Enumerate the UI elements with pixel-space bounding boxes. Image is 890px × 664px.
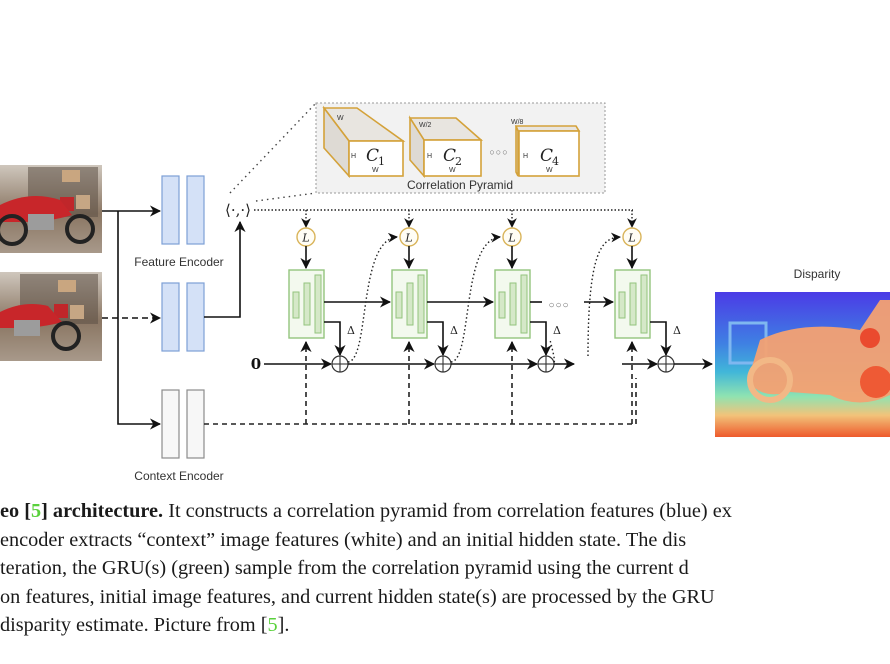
figure-caption: eo [5] architecture. It constructs a cor… <box>0 497 890 640</box>
svg-text:H: H <box>523 153 528 160</box>
gru-layer <box>417 274 425 334</box>
svg-text:4: 4 <box>552 155 559 168</box>
gru-iteration-1: LΔ <box>264 210 398 424</box>
left-image-to-context-encoder-arrow <box>117 211 162 430</box>
correlation-pyramid: W H W C 1 W/2 H W C 2 ○○○ W/8 H W C 4 <box>315 102 606 194</box>
gru-layer <box>314 274 322 334</box>
delta-label: Δ <box>450 324 458 337</box>
gru-layer <box>406 282 414 326</box>
delta-label: Δ <box>673 324 681 337</box>
caption-line-2: encoder extracts “context” image feature… <box>0 528 687 551</box>
context-features-bus <box>204 378 637 425</box>
delta-label: Δ <box>553 324 561 337</box>
context-encoder <box>161 389 205 459</box>
feature-encoder-label: Feature Encoder <box>134 255 223 269</box>
gru-iteration-2: LΔ <box>348 210 501 424</box>
context-encoder-label: Context Encoder <box>134 469 223 483</box>
gru-layer <box>395 291 403 319</box>
disparity-to-lookup-arrow <box>549 339 556 363</box>
initial-disparity-zero: 0 <box>251 355 261 373</box>
svg-text:H: H <box>351 153 356 160</box>
delta-arrow <box>650 321 672 357</box>
pyramid-level-c4: W/8 H W C 4 <box>511 119 581 177</box>
svg-text:C: C <box>540 146 553 166</box>
gru-layer <box>629 282 637 326</box>
lookup-label: L <box>507 232 515 245</box>
svg-text:1: 1 <box>378 155 385 168</box>
caption-line-5: disparity estimate. Picture from [5]. <box>0 614 290 636</box>
delta-arrow <box>530 321 552 357</box>
gru-iteration-3: LΔ <box>451 210 576 424</box>
svg-text:W/2: W/2 <box>419 122 432 129</box>
svg-text:2: 2 <box>455 155 462 168</box>
gru-layer <box>520 274 528 334</box>
gru-layer <box>618 291 626 319</box>
caption-line-1: eo [5] architecture. It constructs a cor… <box>0 500 732 522</box>
citation-link[interactable]: 5 <box>30 500 42 522</box>
gru-iteration-4: LΔ <box>584 210 714 424</box>
gru-layer <box>509 282 517 326</box>
svg-text:W: W <box>449 167 456 174</box>
gru-ellipsis: ○○○ <box>548 300 569 311</box>
feature-encoder-to-inner-product-arrow <box>204 220 246 318</box>
delta-arrow <box>324 321 346 357</box>
lookup-label: L <box>301 232 309 245</box>
pyramid-zoom-line-bottom <box>255 192 317 202</box>
pyramid-level-c2: W/2 H W C 2 <box>408 115 484 179</box>
right-input-image <box>0 272 102 361</box>
left-input-image <box>0 165 102 253</box>
correlation-pyramid-title: Correlation Pyramid <box>407 178 513 192</box>
feature-encoder-top <box>161 175 205 245</box>
svg-text:W: W <box>337 115 344 122</box>
svg-text:C: C <box>443 146 456 166</box>
svg-text:W: W <box>546 167 553 174</box>
raft-stereo-architecture-diagram: Feature Encoder ⟨·,·⟩ W H W C 1 W/2 H <box>0 102 890 483</box>
disparity-output-image <box>715 292 890 437</box>
disparity-to-lookup-arrow <box>347 232 398 363</box>
citation-link[interactable]: 5 <box>267 614 278 636</box>
gru-layer <box>498 291 506 319</box>
feature-encoder-bottom <box>161 282 205 352</box>
svg-text:C: C <box>366 146 379 166</box>
svg-text:H: H <box>427 153 432 160</box>
svg-text:W: W <box>372 167 379 174</box>
lookup-label: L <box>404 232 412 245</box>
svg-text:W/8: W/8 <box>511 119 524 126</box>
pyramid-level-c1: W H W C 1 <box>322 105 406 179</box>
gru-layer <box>292 291 300 319</box>
pyramid-zoom-line-top <box>229 102 317 194</box>
pyramid-ellipsis: ○○○ <box>489 147 508 157</box>
disparity-to-lookup-arrow <box>450 232 501 363</box>
delta-label: Δ <box>347 324 355 337</box>
inner-product-label: ⟨·,·⟩ <box>225 201 251 219</box>
lookup-label: L <box>627 232 635 245</box>
gru-layer <box>303 282 311 326</box>
caption-line-4: on features, initial image features, and… <box>0 585 715 608</box>
caption-line-3: teration, the GRU(s) (green) sample from… <box>0 557 689 579</box>
gru-layer <box>640 274 648 334</box>
delta-arrow <box>427 321 449 357</box>
disparity-label: Disparity <box>794 267 841 281</box>
